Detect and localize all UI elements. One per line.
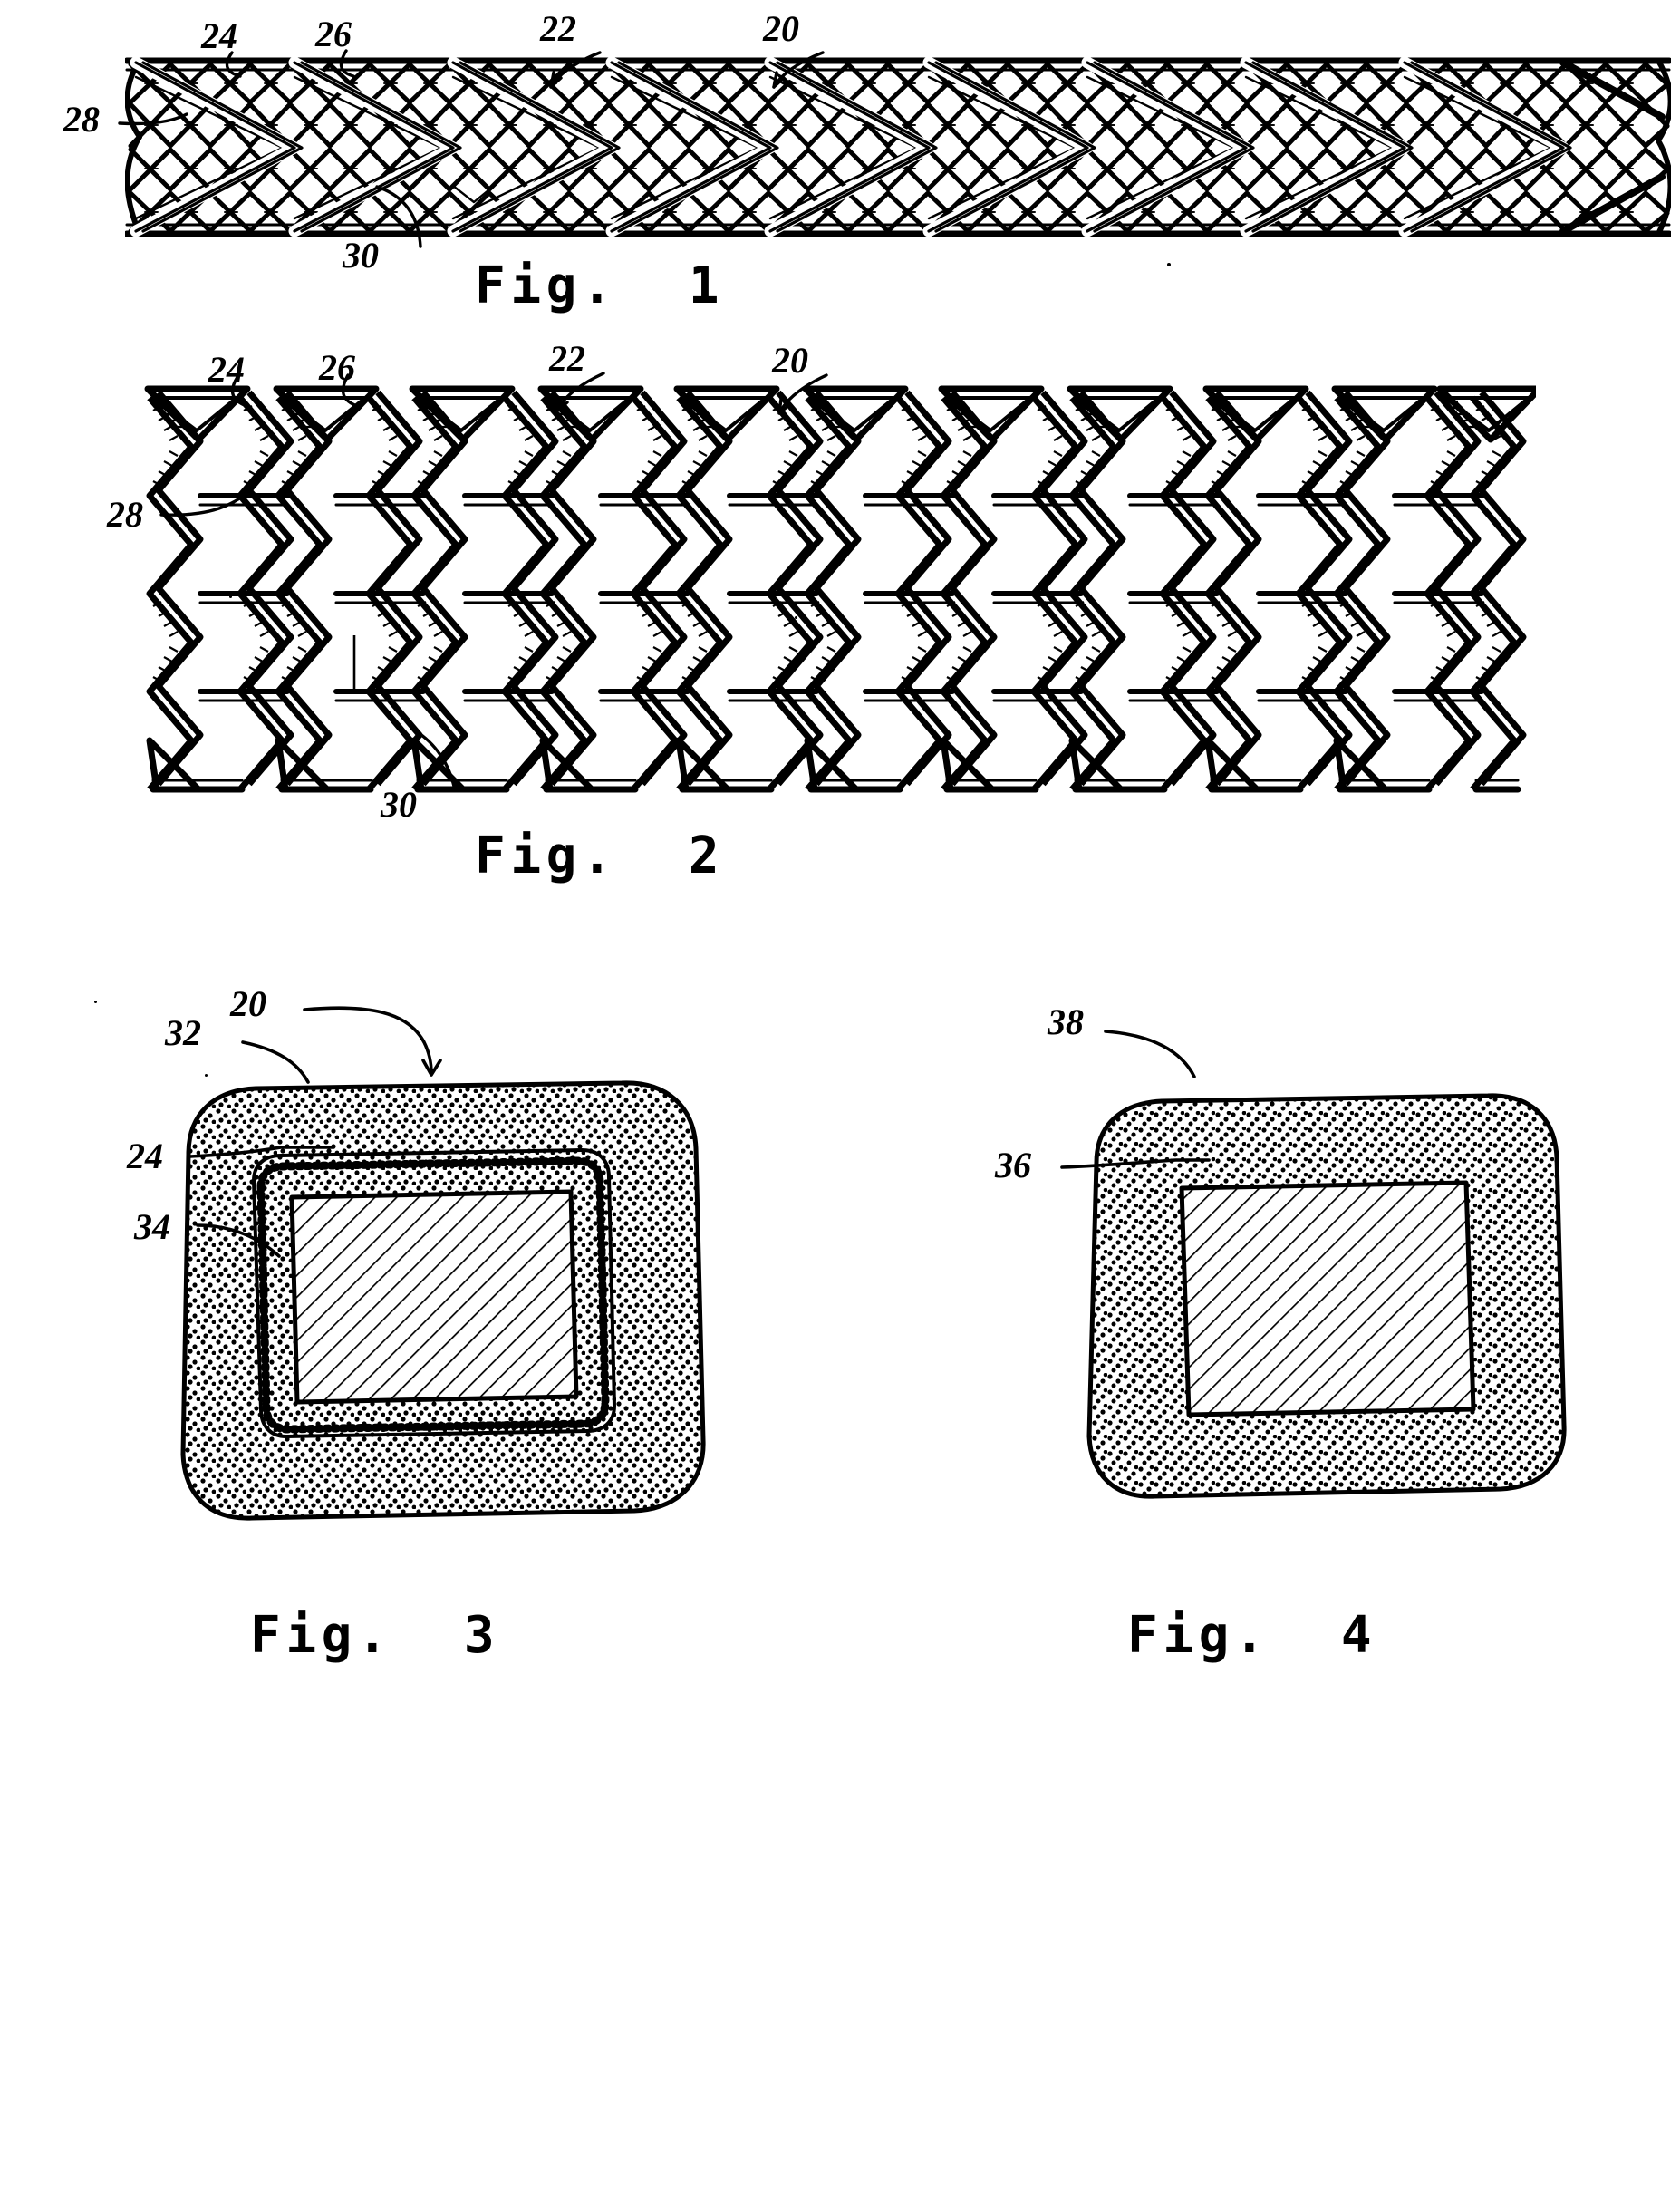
fig1-numeral-20: 20 <box>763 8 799 49</box>
fig2-numeral-26: 26 <box>319 347 355 388</box>
figure-2-drawing <box>140 385 1536 793</box>
fig1-numeral-26: 26 <box>315 14 352 54</box>
fig1-numeral-24: 24 <box>201 15 237 56</box>
fig1-numeral-30: 30 <box>343 235 379 276</box>
fig2-numeral-24: 24 <box>208 349 245 390</box>
fig2-numeral-20: 20 <box>772 340 808 381</box>
figure-2-leaders <box>159 372 828 792</box>
fig1-numeral-28: 28 <box>63 99 100 140</box>
figure-2-caption: Fig. 2 <box>475 827 725 885</box>
fig3-numeral-24: 24 <box>127 1136 163 1176</box>
fig2-numeral-22: 22 <box>549 338 585 379</box>
fig4-numeral-38: 38 <box>1048 1001 1084 1042</box>
fig3-intermediate-layer-outline <box>252 1148 616 1438</box>
figure-4-drawing <box>1086 1093 1567 1499</box>
fig1-numeral-22: 22 <box>540 8 576 49</box>
fig3-core <box>289 1189 579 1405</box>
figure-4-caption: Fig. 4 <box>1127 1606 1377 1665</box>
figure-3-drawing <box>180 1080 706 1521</box>
scan-speck <box>229 595 232 598</box>
scan-speck <box>795 616 797 619</box>
fig3-numeral-20: 20 <box>230 983 266 1024</box>
scan-speck <box>94 1001 97 1003</box>
figure-4-leaders <box>1060 1030 1211 1169</box>
figure-1-drawing <box>125 56 1671 237</box>
fig2-numeral-30: 30 <box>381 784 417 825</box>
figure-1-caption: Fig. 1 <box>475 256 725 315</box>
fig4-core <box>1179 1180 1476 1417</box>
fig3-numeral-32: 32 <box>165 1012 201 1053</box>
fig3-numeral-34: 34 <box>134 1206 170 1247</box>
scan-speck <box>205 1074 208 1077</box>
fig2-numeral-28: 28 <box>107 494 143 535</box>
fig3-intermediate-layer <box>256 1156 610 1434</box>
figure-3-caption: Fig. 3 <box>250 1606 500 1665</box>
figure-3-leaders <box>188 1006 442 1258</box>
scan-speck <box>1167 263 1171 266</box>
fig4-numeral-36: 36 <box>995 1145 1031 1185</box>
figure-1-leaders <box>118 49 825 248</box>
